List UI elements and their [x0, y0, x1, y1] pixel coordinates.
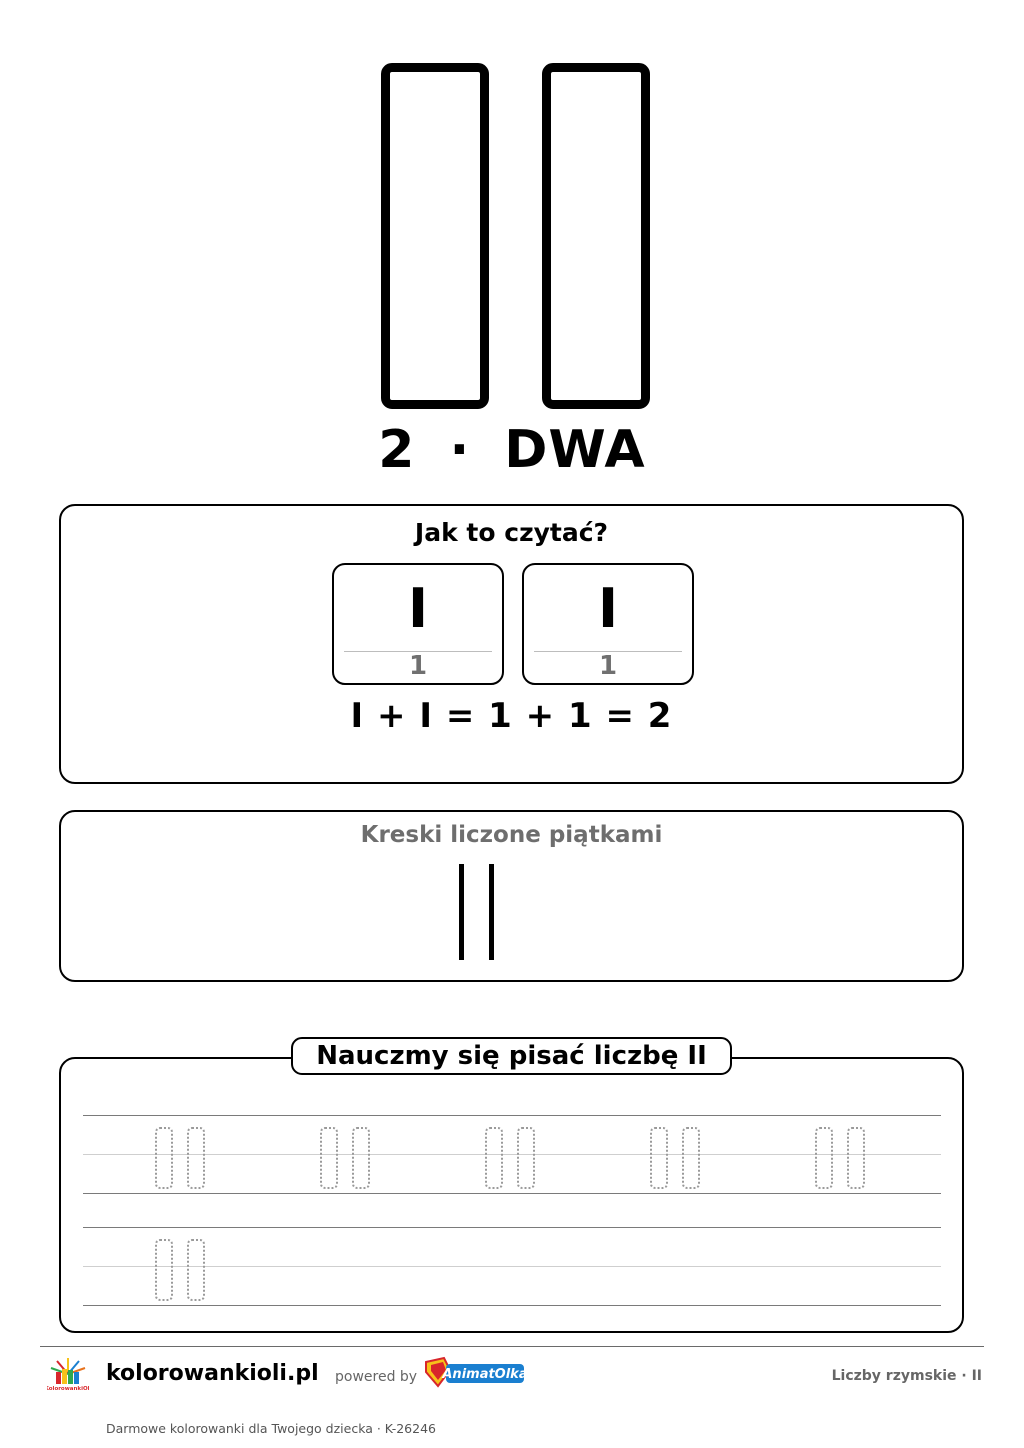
card-divider — [534, 651, 682, 652]
title-word: DWA — [504, 420, 646, 480]
guide-line-middle — [83, 1266, 941, 1267]
card-numeral: I — [597, 577, 619, 640]
how-to-read-panel: Jak to czytać? I 1 I 1 I + I = 1 + 1 = 2 — [59, 504, 964, 784]
page-title: 2 · DWA — [0, 420, 1024, 480]
trace-numeral-ii[interactable] — [813, 1127, 869, 1195]
svg-text:KolorowankiOli: KolorowankiOli — [47, 1386, 89, 1392]
site-name[interactable]: kolorowankioli.pl — [106, 1361, 319, 1386]
footer-tagline: Darmowe kolorowanki dla Twojego dziecka … — [106, 1421, 436, 1436]
series-label: Liczby rzymskie · II — [831, 1368, 982, 1384]
tally-heading: Kreski liczone piątkami — [360, 822, 663, 848]
tally-panel: Kreski liczone piątkami — [59, 810, 964, 982]
kolorowankioli-logo-icon[interactable]: KolorowankiOli — [47, 1356, 89, 1396]
card-divider — [344, 651, 492, 652]
guide-line-top — [83, 1227, 941, 1228]
tally-mark — [489, 864, 494, 960]
powered-by-label: powered by — [335, 1369, 418, 1385]
footer-divider — [40, 1346, 984, 1347]
writing-practice-panel — [59, 1057, 964, 1333]
trace-numeral-ii[interactable] — [153, 1127, 209, 1195]
trace-numeral-ii[interactable] — [483, 1127, 539, 1195]
animatolka-logo-icon[interactable]: AnimatOlka — [424, 1356, 526, 1392]
writing-practice-title: Nauczmy się pisać liczbę II — [291, 1037, 732, 1075]
guide-line-middle — [83, 1154, 941, 1155]
trace-numeral-ii[interactable] — [648, 1127, 704, 1195]
numeral-card: I 1 — [332, 563, 504, 685]
trace-numeral-ii[interactable] — [318, 1127, 374, 1195]
roman-numeral-bar-left — [381, 63, 489, 409]
card-value: 1 — [598, 651, 618, 681]
title-number: 2 — [378, 420, 416, 480]
how-to-read-heading: Jak to czytać? — [414, 518, 609, 547]
title-separator: · — [449, 420, 471, 480]
trace-numeral-ii[interactable] — [153, 1239, 209, 1307]
guide-line-base — [83, 1193, 941, 1194]
guide-line-base — [83, 1305, 941, 1306]
tally-mark — [459, 864, 464, 960]
equation: I + I = 1 + 1 = 2 — [350, 696, 673, 736]
roman-numeral-bar-right — [542, 63, 650, 409]
card-value: 1 — [408, 651, 428, 681]
numeral-card: I 1 — [522, 563, 694, 685]
guide-line-top — [83, 1115, 941, 1116]
card-numeral: I — [407, 577, 429, 640]
partner-logo-text: AnimatOlka — [441, 1367, 526, 1382]
